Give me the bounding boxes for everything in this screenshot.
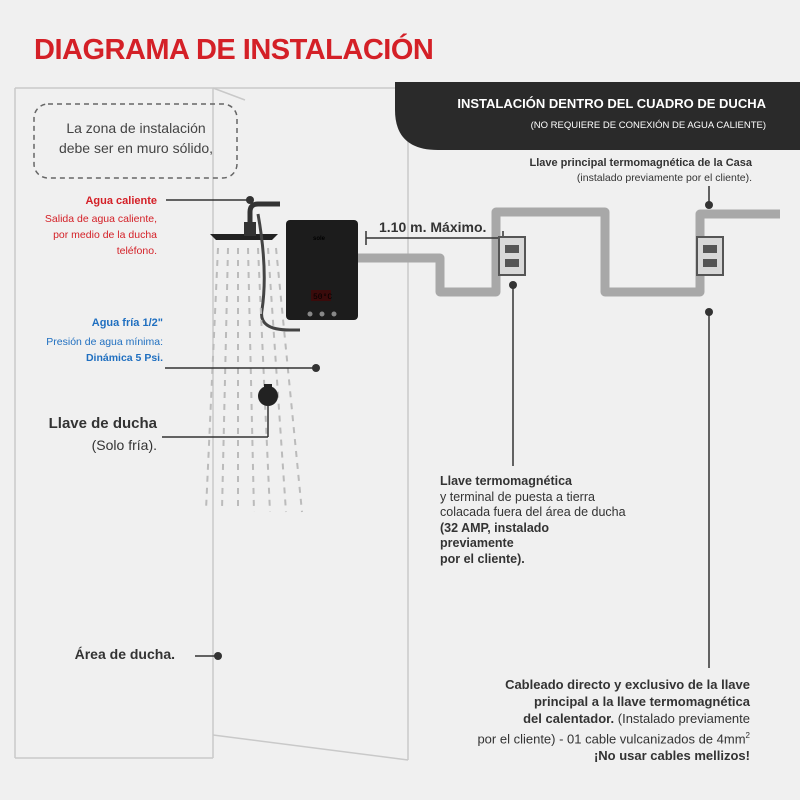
- note-line-2: debe ser en muro sólido,: [58, 140, 214, 156]
- main-breaker-subtitle: (instalado previamente por el cliente).: [576, 172, 752, 184]
- house-breaker-icon: [696, 236, 724, 276]
- page-title: DIAGRAMA DE INSTALACIÓN: [34, 34, 434, 66]
- water-heater-icon: [286, 220, 358, 320]
- cable-note: Cableado directo y exclusivo de la llave…: [477, 676, 750, 764]
- shower-valve-subtitle: (Solo fría).: [91, 437, 157, 453]
- leader-dots: [214, 196, 713, 660]
- shower-valve-icon: [258, 384, 278, 406]
- cable-note-line-4-text: por el cliente) - 01 cable vulcanizados …: [477, 731, 746, 747]
- heater-display: 50°C: [313, 293, 332, 302]
- hot-water-desc: Salida de agua caliente, por medio de la…: [45, 211, 157, 259]
- breaker-note-line-6: por el cliente).: [440, 551, 525, 566]
- main-breaker-title: Llave principal termomagnética de la Cas…: [529, 157, 752, 169]
- note-line-1: La zona de instalación: [66, 120, 206, 136]
- shower-valve-title: Llave de ducha: [48, 415, 157, 432]
- installation-zone-note: La zona de instalación debe ser en muro …: [40, 118, 232, 158]
- hot-water-title: Agua caliente: [85, 195, 157, 207]
- cable-note-line-5: ¡No usar cables mellizos!: [593, 748, 750, 764]
- breaker-note-line-5: previamente: [440, 536, 514, 550]
- cable-note-line-3-bold: del calentador.: [523, 711, 615, 726]
- banner-background: [395, 82, 800, 150]
- cable-note-line-2: principal a la llave termomagnética: [533, 694, 750, 709]
- cable-note-line-3: del calentador. (Instalado previamente: [477, 710, 750, 727]
- cold-water-desc: Presión de agua mínima: Dinámica 5 Psi.: [46, 334, 163, 366]
- breaker-note-line-2: y terminal de puesta a tierra: [440, 489, 595, 504]
- distance-label: 1.10 m. Máximo.: [379, 219, 487, 235]
- banner-title: INSTALACIÓN DENTRO DEL CUADRO DE DUCHA: [457, 96, 766, 111]
- shower-area-label: Área de ducha.: [74, 646, 175, 662]
- banner-subtitle: (NO REQUIERE DE CONEXIÓN DE AGUA CALIENT…: [530, 120, 766, 131]
- breaker-note-line-1: Llave termomagnética: [440, 474, 572, 488]
- heater-breaker-icon: [498, 236, 526, 276]
- hot-water-line-3: teléfono.: [116, 245, 157, 257]
- cable-note-line-1: Cableado directo y exclusivo de la llave: [505, 677, 750, 692]
- breaker-note: Llave termomagnética y terminal de puest…: [440, 474, 626, 567]
- cold-water-title: Agua fría 1/2": [91, 317, 163, 329]
- shower-hose: [256, 213, 300, 332]
- heater-brand-logo: sole: [313, 236, 326, 242]
- cable-note-line-3-rest: (Instalado previamente: [614, 711, 750, 726]
- cold-water-line-1: Presión de agua mínima:: [46, 336, 163, 348]
- cold-water-line-2: Dinámica 5 Psi.: [85, 352, 163, 364]
- note-box: [33, 103, 238, 179]
- hot-water-line-1: Salida de agua caliente,: [44, 213, 157, 225]
- water-spray: [205, 247, 303, 513]
- breaker-note-line-4: (32 AMP, instalado: [440, 520, 550, 535]
- hot-water-line-2: por medio de la ducha: [53, 229, 157, 241]
- shower-head-icon: [210, 201, 280, 240]
- cable-note-line-4: por el cliente) - 01 cable vulcanizados …: [477, 727, 750, 747]
- breaker-note-line-3: colacada fuera del área de ducha: [440, 505, 626, 519]
- cable-note-superscript: 2: [745, 731, 750, 740]
